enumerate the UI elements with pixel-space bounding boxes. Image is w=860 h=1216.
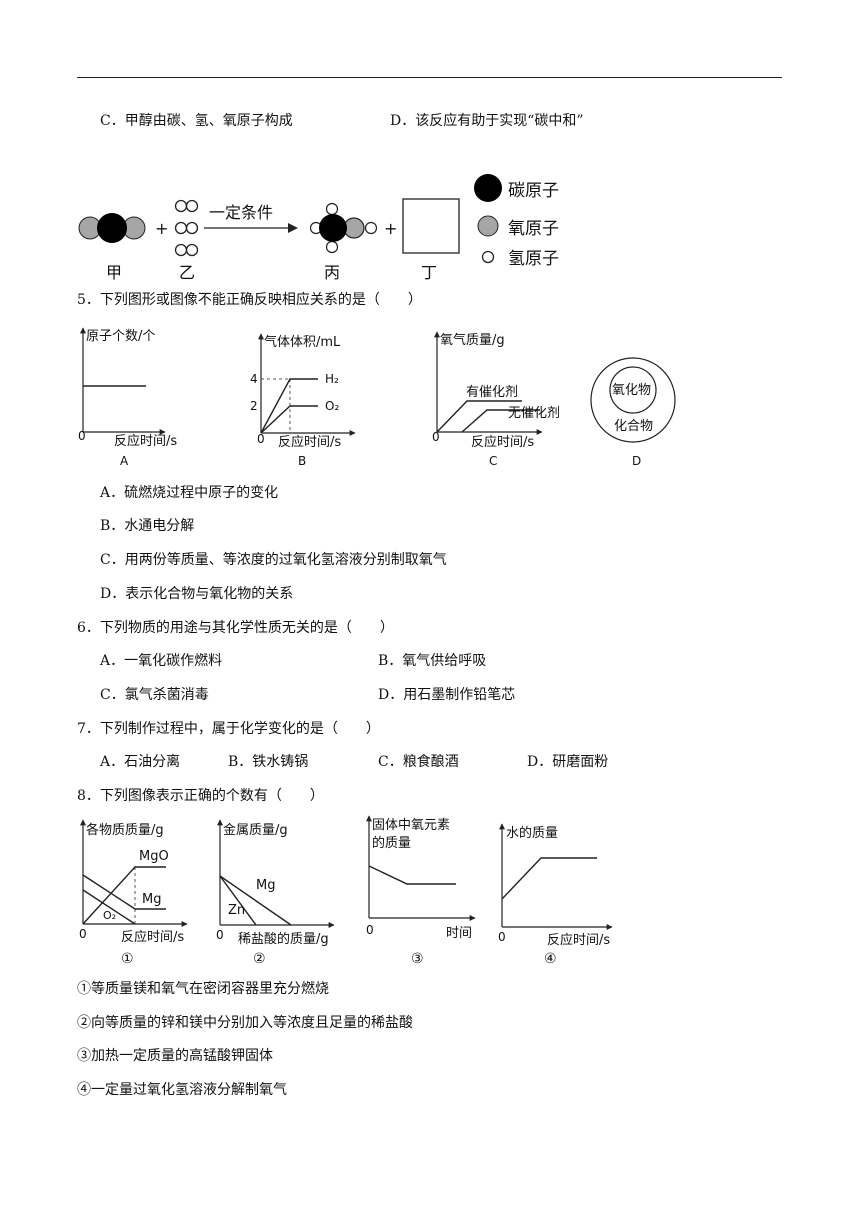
svg-text:气体体积/mL: 气体体积/mL xyxy=(264,334,341,350)
reaction-arrow xyxy=(204,223,298,233)
q5-option-b[interactable]: B．水通电分解 xyxy=(100,518,195,534)
molecule-jia xyxy=(78,213,146,243)
svg-text:D: D xyxy=(632,454,641,468)
q6-option-a[interactable]: A．一氧化碳作燃料 xyxy=(100,653,223,669)
legend-hydrogen-symbol xyxy=(481,250,495,264)
q7-option-d[interactable]: D．研磨面粉 xyxy=(527,754,609,770)
q6-stem: 6．下列物质的用途与其化学性质无关的是（ ） xyxy=(77,620,394,636)
svg-text:4: 4 xyxy=(250,372,258,386)
svg-text:稀盐酸的质量/g: 稀盐酸的质量/g xyxy=(238,931,329,947)
q8-stem: 8．下列图像表示正确的个数有（ ） xyxy=(77,788,324,804)
svg-text:0: 0 xyxy=(79,927,87,941)
q5-fig-b: 气体体积/mL 4 2 H₂ O₂ 0 反应时间/s B xyxy=(250,333,356,468)
q8-statement-2: ②向等质量的锌和镁中分别加入等浓度且足量的稀盐酸 xyxy=(77,1015,413,1031)
q8-fig-3: 固体中氧元素 的质量 0 时间 ③ xyxy=(366,815,476,967)
molecule-ding-box xyxy=(402,198,460,254)
svg-text:各物质质量/g: 各物质质量/g xyxy=(86,822,164,838)
molecule-bing xyxy=(309,202,378,254)
svg-text:0: 0 xyxy=(366,923,374,937)
q8-statement-3: ③加热一定质量的高锰酸钾固体 xyxy=(77,1048,273,1064)
svg-text:反应时间/s: 反应时间/s xyxy=(471,434,534,450)
q4-option-d[interactable]: D．该反应有助于实现“碳中和” xyxy=(390,113,584,129)
q7-option-b[interactable]: B．铁水铸锅 xyxy=(228,754,309,770)
legend-carbon-symbol xyxy=(474,174,502,202)
plus-sign-2: + xyxy=(384,219,397,238)
arrow-label: 一定条件 xyxy=(209,203,273,222)
svg-text:反应时间/s: 反应时间/s xyxy=(121,929,184,945)
svg-text:B: B xyxy=(298,454,306,468)
svg-text:2: 2 xyxy=(250,399,258,413)
q7-stem: 7．下列制作过程中，属于化学变化的是（ ） xyxy=(77,721,380,737)
svg-text:MgO: MgO xyxy=(139,849,169,864)
q8-statement-1: ①等质量镁和氧气在密闭容器里充分燃烧 xyxy=(77,981,329,997)
svg-text:氧化物: 氧化物 xyxy=(612,383,651,398)
label-ding: 丁 xyxy=(421,263,437,282)
svg-text:水的质量: 水的质量 xyxy=(506,825,558,841)
svg-text:0: 0 xyxy=(257,432,265,446)
q5-option-c[interactable]: C．用两份等质量、等浓度的过氧化氢溶液分别制取氧气 xyxy=(100,552,447,568)
svg-text:氧气质量/g: 氧气质量/g xyxy=(440,332,505,348)
q5-fig-d: 氧化物 化合物 D xyxy=(590,357,676,468)
legend-oxygen-symbol xyxy=(477,215,499,237)
q8-fig-4: 水的质量 0 反应时间/s ④ xyxy=(498,823,613,967)
svg-text:O₂: O₂ xyxy=(103,909,116,922)
q5-figures: 原子个数/个 0 反应时间/s A 气体体积/mL 4 2 H₂ O₂ 0 反应… xyxy=(78,327,676,468)
svg-text:③: ③ xyxy=(411,951,424,967)
svg-text:固体中氧元素: 固体中氧元素 xyxy=(372,818,450,833)
svg-text:Mg: Mg xyxy=(142,892,161,907)
q4-option-c[interactable]: C．甲醇由碳、氢、氧原子构成 xyxy=(100,113,293,129)
label-yi: 乙 xyxy=(179,263,195,282)
svg-text:C: C xyxy=(489,454,497,468)
q5-option-d[interactable]: D．表示化合物与氧化物的关系 xyxy=(100,586,294,602)
q8-fig-2: 金属质量/g Mg Zn 0 稀盐酸的质量/g ② xyxy=(216,819,335,967)
svg-text:原子个数/个: 原子个数/个 xyxy=(86,329,155,344)
svg-text:0: 0 xyxy=(216,928,224,942)
svg-text:H₂: H₂ xyxy=(325,372,339,386)
q8-fig-1: 各物质质量/g MgO Mg O₂ 0 反应时间/s ① xyxy=(79,819,188,967)
q5-fig-c: 氧气质量/g 有催化剂 无催化剂 0 反应时间/s C xyxy=(432,331,560,468)
legend-carbon: 碳原子 xyxy=(508,181,559,201)
q8-figures: 各物质质量/g MgO Mg O₂ 0 反应时间/s ① 金属质量/g Mg Z… xyxy=(79,815,613,967)
svg-text:0: 0 xyxy=(78,429,86,443)
svg-text:④: ④ xyxy=(544,951,557,967)
svg-text:化合物: 化合物 xyxy=(614,419,653,434)
q6-option-d[interactable]: D．用石墨制作铅笔芯 xyxy=(378,687,516,703)
svg-text:②: ② xyxy=(253,951,266,967)
plus-sign-1: + xyxy=(155,219,168,238)
q7-option-c[interactable]: C．粮食酿酒 xyxy=(378,754,459,770)
reaction-diagram: + 一定条件 + 甲 乙 丙 丁 碳原子 氧原子 氢原子 xyxy=(78,174,559,282)
svg-text:金属质量/g: 金属质量/g xyxy=(223,822,288,838)
q6-option-b[interactable]: B．氧气供给呼吸 xyxy=(378,653,487,669)
svg-text:0: 0 xyxy=(432,430,440,444)
svg-text:时间: 时间 xyxy=(446,926,472,941)
svg-text:O₂: O₂ xyxy=(325,399,339,413)
q6-option-c[interactable]: C．氯气杀菌消毒 xyxy=(100,687,209,703)
legend-oxygen: 氧原子 xyxy=(508,219,559,239)
header-rule xyxy=(77,77,782,78)
q5-stem: 5．下列图形或图像不能正确反映相应关系的是（ ） xyxy=(77,292,422,308)
q5-fig-a: 原子个数/个 0 反应时间/s A xyxy=(78,327,177,468)
svg-text:反应时间/s: 反应时间/s xyxy=(547,932,610,948)
svg-text:反应时间/s: 反应时间/s xyxy=(278,434,341,450)
svg-text:无催化剂: 无催化剂 xyxy=(508,406,560,421)
q5-option-a[interactable]: A．硫燃烧过程中原子的变化 xyxy=(100,485,279,501)
molecule-yi xyxy=(174,199,199,257)
svg-text:反应时间/s: 反应时间/s xyxy=(114,433,177,449)
svg-text:①: ① xyxy=(121,951,134,967)
svg-text:的质量: 的质量 xyxy=(372,835,411,851)
svg-text:Mg: Mg xyxy=(256,878,275,893)
svg-text:A: A xyxy=(120,454,129,468)
svg-text:0: 0 xyxy=(498,930,506,944)
legend-hydrogen: 氢原子 xyxy=(508,249,559,269)
q8-statement-4: ④一定量过氧化氢溶液分解制氧气 xyxy=(77,1082,287,1098)
svg-text:有催化剂: 有催化剂 xyxy=(466,385,518,400)
q7-option-a[interactable]: A．石油分离 xyxy=(100,754,181,770)
svg-text:Zn: Zn xyxy=(228,903,245,918)
label-bing: 丙 xyxy=(324,263,340,282)
label-jia: 甲 xyxy=(106,263,122,282)
